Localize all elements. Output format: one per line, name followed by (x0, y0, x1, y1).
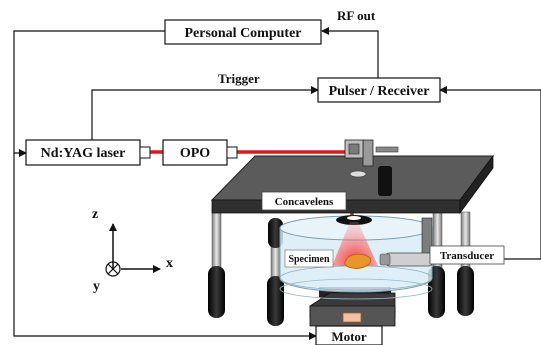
specimen-label: Specimen (288, 254, 330, 265)
concave-lens-label: Concavelens (275, 196, 334, 208)
pulser-receiver-box: Pulser / Receiver (317, 77, 441, 103)
z-axis-label: z (92, 207, 98, 222)
concave-lens-callout: Concavelens (261, 191, 347, 211)
pc-box: Personal Computer (164, 19, 322, 45)
specimen-object (344, 253, 372, 269)
table-legs (208, 204, 474, 326)
laser-box: Nd:YAG laser (25, 139, 151, 166)
mirror-mount (344, 139, 399, 196)
laser-label: Nd:YAG laser (41, 146, 126, 161)
transducer-label: Transducer (440, 250, 494, 262)
rf-out-line (321, 27, 379, 78)
transducer-callout: Transducer (429, 245, 505, 265)
motor-label: Motor (331, 329, 367, 344)
pc-to-motor-line (13, 153, 317, 340)
y-axis-symbol (105, 261, 121, 277)
pc-label: Personal Computer (184, 26, 301, 41)
trigger-label: Trigger (218, 71, 260, 86)
pulser-receiver-label: Pulser / Receiver (329, 84, 430, 99)
pc-to-laser-line (13, 30, 165, 157)
y-axis-label: y (93, 279, 100, 294)
motor-pad (342, 312, 362, 323)
axis-indicator (105, 223, 161, 277)
motor-stage (309, 287, 396, 327)
rf-out-label: RF out (337, 8, 376, 23)
opo-label: OPO (180, 146, 210, 161)
opo-box: OPO (162, 139, 238, 166)
concave-lens (336, 215, 372, 225)
transducer (379, 217, 433, 267)
trigger-line (91, 86, 319, 140)
table-top (210, 154, 494, 215)
x-axis-label: x (166, 256, 173, 271)
motor-box: Motor (315, 325, 383, 345)
specimen-callout: Specimen (284, 249, 334, 268)
